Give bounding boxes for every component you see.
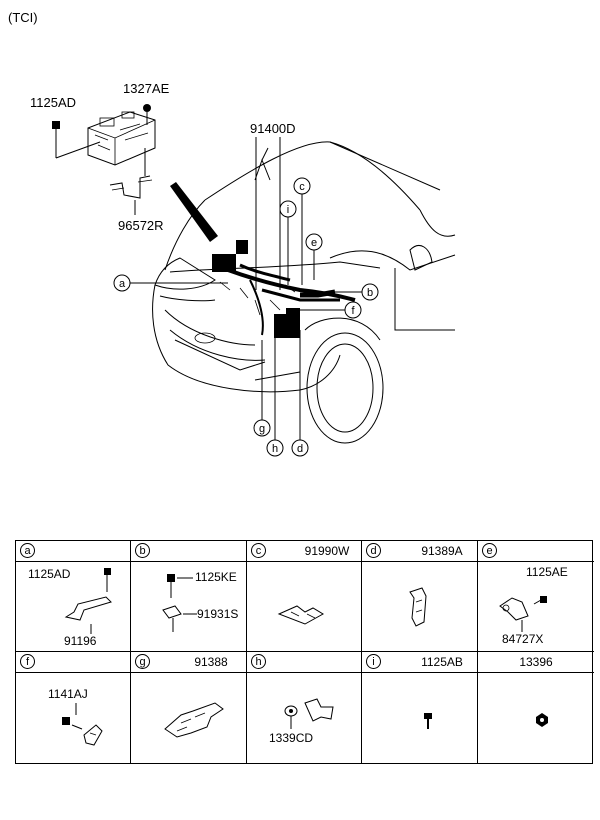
parts-table: a b c 91990W d 91389A e 1125AD 91196 [15, 540, 594, 764]
cell-13396 [478, 673, 594, 763]
cell-i [362, 673, 478, 763]
svg-text:i: i [287, 204, 289, 216]
svg-text:g: g [259, 423, 265, 435]
car-body-drawing [152, 141, 456, 444]
label-91400d: 91400D [250, 121, 296, 136]
bolt-1125ad-drawing [52, 121, 101, 159]
callout-d: d [291, 439, 309, 457]
part-91196: 91196 [64, 634, 97, 648]
clip-91990w-drawing [277, 605, 324, 625]
badge-h: h [251, 654, 266, 669]
header-cell-g: g 91388 [131, 652, 247, 673]
svg-text:e: e [311, 237, 317, 249]
label-1327ae: 1327AE [123, 81, 170, 96]
nut-1327ae-drawing [143, 104, 151, 125]
badge-a: a [20, 543, 35, 558]
callout-c: c [293, 177, 311, 195]
part-1125ad: 1125AD [28, 567, 71, 581]
cell-e: 1125AE 84727X [478, 562, 594, 652]
header-cell-i: i 1125AB [362, 652, 478, 673]
clip-91389a-drawing [409, 587, 427, 627]
bracket-96572r-drawing [109, 148, 153, 215]
leader-lines [130, 137, 362, 440]
header-cell-c: c 91990W [247, 541, 362, 562]
callout-g: g [253, 419, 271, 437]
badge-g: g [135, 654, 150, 669]
engine-harness-drawing [212, 240, 356, 338]
badge-i: i [366, 654, 381, 669]
callout-i: i [279, 200, 297, 218]
header-cell-f: f [16, 652, 131, 673]
cell-g [131, 673, 247, 763]
label-1125ad: 1125AD [30, 95, 76, 110]
part-1339cd: 1339CD [269, 731, 314, 745]
cell-c [247, 562, 362, 652]
callout-h: h [266, 439, 284, 457]
clip-91931s-drawing [162, 574, 197, 632]
callout-a: a [113, 274, 131, 292]
clip-1141aj-drawing [62, 703, 103, 746]
part-1125ke: 1125KE [195, 570, 237, 584]
badge-c: c [251, 543, 266, 558]
page-note-tci: (TCI) [8, 10, 38, 25]
header-cell-d: d 91389A [362, 541, 478, 562]
part-number-d: 91389A [421, 544, 463, 558]
badge-f: f [20, 654, 35, 669]
part-number-c: 91990W [304, 544, 350, 558]
svg-text:b: b [367, 287, 373, 299]
engine-wiring-diagram: 1125AD 1327AE 96572R [30, 81, 456, 457]
bracket-91196-drawing [64, 568, 112, 634]
clip-91388-drawing [164, 702, 224, 738]
cell-a: 1125AD 91196 [16, 562, 131, 652]
callout-b: b [361, 283, 379, 301]
svg-text:h: h [272, 443, 278, 455]
header-cell-e: e [478, 541, 594, 562]
junction-box-drawing [87, 111, 156, 166]
bracket-84727x-drawing [499, 596, 547, 632]
nut-13396-drawing [536, 713, 548, 727]
label-96572r: 96572R [118, 218, 164, 233]
badge-b: b [135, 543, 150, 558]
cell-f: 1141AJ [16, 673, 131, 763]
svg-text:a: a [119, 278, 126, 290]
cell-b: 1125KE 91931S [131, 562, 247, 652]
part-84727x: 84727X [502, 632, 544, 646]
bolt-1125ab-drawing [424, 713, 432, 729]
part-number-i: 1125AB [421, 655, 463, 669]
cell-d [362, 562, 478, 652]
header-cell-a: a [16, 541, 131, 562]
svg-text:c: c [299, 181, 305, 193]
badge-e: e [482, 543, 497, 558]
svg-text:f: f [351, 305, 355, 317]
header-cell-h: h [247, 652, 362, 673]
header-cell-b: b [131, 541, 247, 562]
cell-h: 1339CD [247, 673, 362, 763]
svg-text:d: d [297, 443, 303, 455]
clip-1339cd-drawing [284, 698, 334, 729]
part-number-13396: 13396 [519, 655, 553, 669]
part-91931s: 91931S [197, 607, 239, 621]
header-cell-13396: 13396 [478, 652, 594, 673]
callout-f: f [344, 301, 362, 319]
part-1125ae: 1125AE [526, 565, 568, 579]
badge-d: d [366, 543, 381, 558]
part-1141aj: 1141AJ [48, 687, 88, 701]
part-number-g: 91388 [194, 655, 228, 669]
callout-e: e [305, 233, 323, 251]
